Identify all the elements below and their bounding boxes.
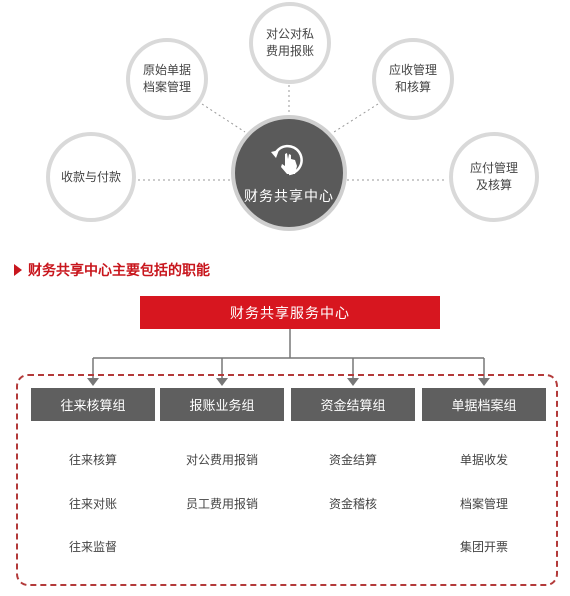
arrow-down-icon <box>478 378 490 386</box>
center-box: 财务共享服务中心 <box>140 296 440 329</box>
satellite-upper-right-label: 应收管理 和核算 <box>388 63 437 94</box>
satellite-top: 对公对私 费用报账 <box>249 2 331 84</box>
satellite-right: 应付管理 及核算 <box>449 132 539 222</box>
group-item: 往来监督 <box>68 540 117 554</box>
group-item: 员工费用报销 <box>185 497 258 511</box>
center-box-label: 财务共享服务中心 <box>230 305 350 322</box>
group-item: 集团开票 <box>459 540 508 554</box>
group-title: 资金结算组 <box>320 399 386 414</box>
connector-upper-left <box>201 103 246 133</box>
group-item: 资金稽核 <box>328 497 377 511</box>
satellite-upper-left: 原始单据 档案管理 <box>126 38 208 120</box>
group-title: 单据档案组 <box>451 399 517 414</box>
satellite-upper-right: 应收管理 和核算 <box>372 38 454 120</box>
group-item: 档案管理 <box>459 497 508 511</box>
connector-upper-right <box>333 103 379 133</box>
triangle-right-icon <box>14 264 22 276</box>
satellite-right-label: 应付管理 及核算 <box>469 161 518 192</box>
hub-circle: 财务共享中心 <box>231 115 347 231</box>
satellite-top-label: 对公对私 费用报账 <box>265 27 314 58</box>
hub-label: 财务共享中心 <box>244 189 334 205</box>
satellite-left-label: 收款与付款 <box>60 169 121 184</box>
group-title: 报账业务组 <box>189 399 255 414</box>
group-item: 往来对账 <box>68 497 117 511</box>
group-header-0: 往来核算组 <box>31 388 155 421</box>
arrow-down-icon <box>216 378 228 386</box>
arrow-down-icon <box>87 378 99 386</box>
touch-refresh-icon <box>271 144 303 176</box>
group-title: 往来核算组 <box>60 399 126 414</box>
arrow-down-icon <box>347 378 359 386</box>
satellite-upper-left-label: 原始单据 档案管理 <box>142 63 191 94</box>
group-header-2: 资金结算组 <box>291 388 415 421</box>
satellite-left: 收款与付款 <box>46 132 136 222</box>
section-header: 财务共享中心主要包括的职能 <box>14 260 210 280</box>
group-item: 单据收发 <box>459 453 508 467</box>
section-title: 财务共享中心主要包括的职能 <box>28 263 210 279</box>
group-item: 资金结算 <box>328 453 377 467</box>
groups-frame <box>16 374 558 586</box>
group-header-1: 报账业务组 <box>160 388 284 421</box>
group-header-3: 单据档案组 <box>422 388 546 421</box>
group-item: 往来核算 <box>68 453 117 467</box>
group-item: 对公费用报销 <box>185 453 258 467</box>
